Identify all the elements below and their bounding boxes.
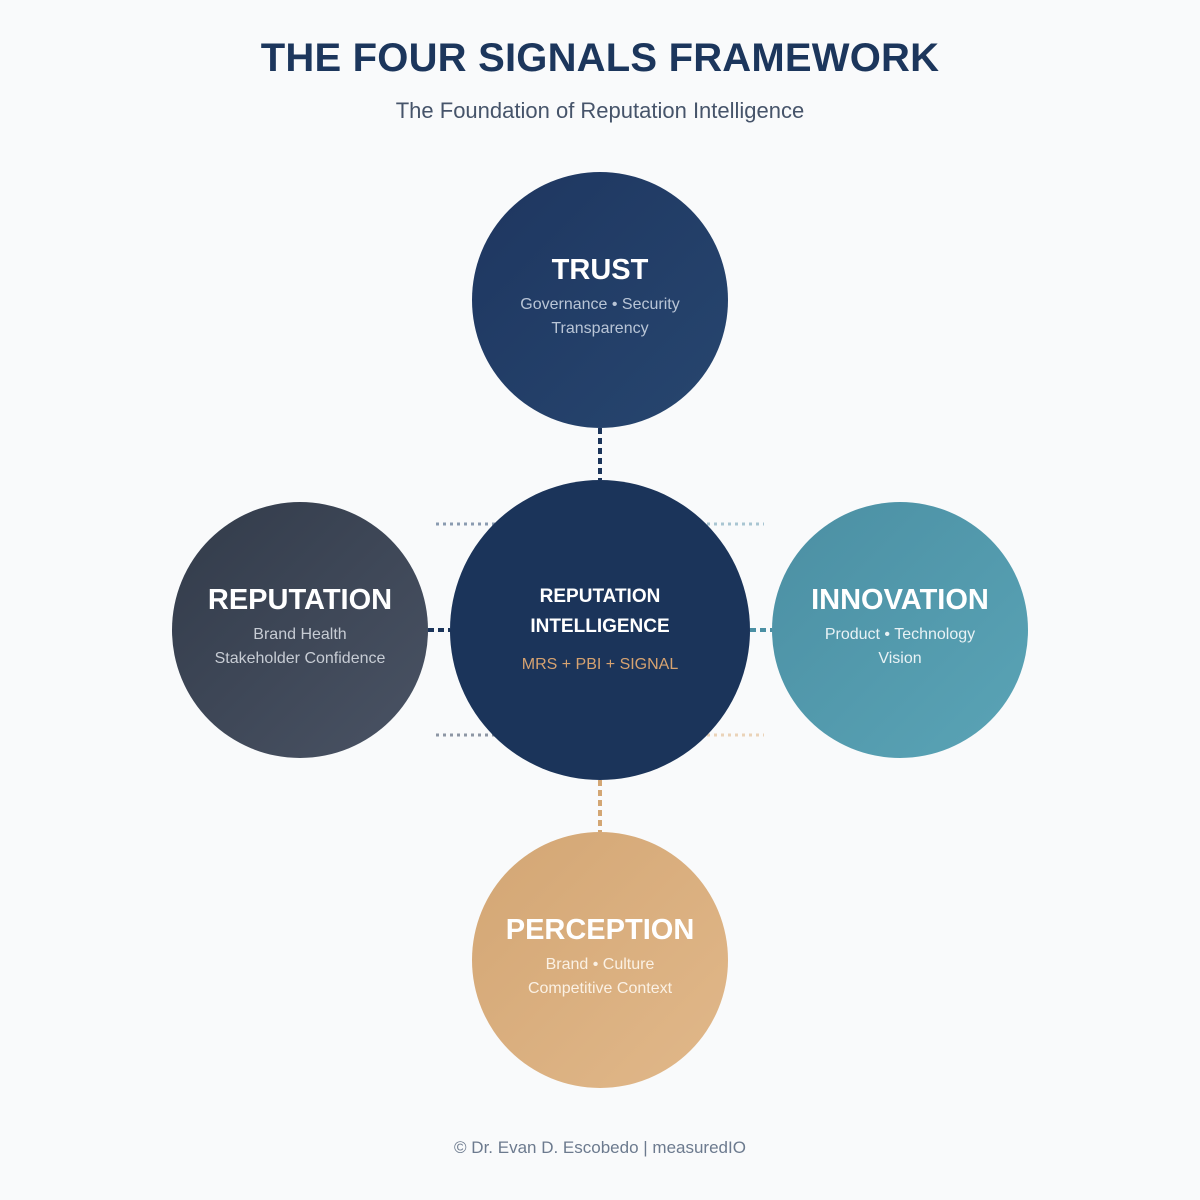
signal-perception-title: PERCEPTION bbox=[505, 914, 695, 946]
signal-reputation-desc-line2: Stakeholder Confidence bbox=[214, 650, 386, 667]
signal-perception-desc-line2: Competitive Context bbox=[527, 980, 673, 997]
signal-innovation: INNOVATION Product • Technology Vision bbox=[772, 502, 1028, 758]
signal-trust: TRUST Governance • Security Transparency bbox=[472, 172, 728, 428]
center-title-line1: REPUTATION bbox=[539, 586, 661, 607]
center-reputation-intelligence: REPUTATION INTELLIGENCE MRS + PBI + SIGN… bbox=[450, 480, 750, 780]
page-subtitle: The Foundation of Reputation Intelligenc… bbox=[395, 98, 805, 123]
signal-innovation-desc-line2: Vision bbox=[878, 650, 922, 667]
signal-trust-description: Governance • Security Transparency bbox=[520, 293, 679, 341]
center-formula: MRS + PBI + SIGNAL bbox=[521, 656, 679, 673]
signal-reputation-desc-line1: Brand Health bbox=[253, 626, 347, 643]
signal-perception-description: Brand • Culture Competitive Context bbox=[528, 953, 672, 1001]
signal-trust-desc-line1: Governance • Security bbox=[520, 296, 680, 313]
signal-innovation-description: Product • Technology Vision bbox=[825, 623, 975, 671]
signal-perception: PERCEPTION Brand • Culture Competitive C… bbox=[472, 832, 728, 1088]
footer-copyright: © Dr. Evan D. Escobedo | measuredIO bbox=[454, 1138, 746, 1157]
signal-perception-desc-line1: Brand • Culture bbox=[545, 956, 655, 973]
page-title: THE FOUR SIGNALS FRAMEWORK bbox=[260, 36, 940, 80]
signal-reputation-title: REPUTATION bbox=[207, 584, 393, 616]
signal-innovation-desc-line1: Product • Technology bbox=[824, 626, 976, 643]
signal-reputation: REPUTATION Brand Health Stakeholder Conf… bbox=[172, 502, 428, 758]
center-title-line2: INTELLIGENCE bbox=[530, 616, 670, 637]
signal-reputation-description: Brand Health Stakeholder Confidence bbox=[215, 623, 386, 671]
signal-innovation-title: INNOVATION bbox=[811, 584, 989, 616]
center-title: REPUTATION INTELLIGENCE bbox=[530, 582, 669, 642]
signal-trust-desc-line2: Transparency bbox=[551, 320, 649, 337]
signal-trust-title: TRUST bbox=[551, 254, 649, 286]
